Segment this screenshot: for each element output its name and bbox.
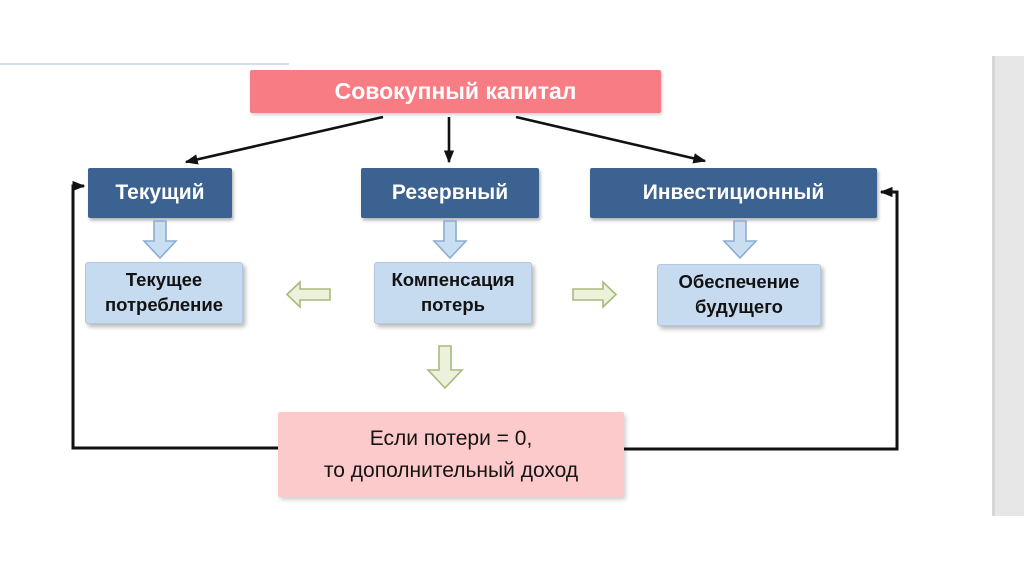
node-loss-compensation-label: Компенсация потерь	[391, 269, 515, 315]
down-block-arrow-icon	[722, 220, 758, 260]
down-block-arrow-green-icon	[426, 345, 464, 390]
node-current-consumption: Текущее потребление	[85, 262, 243, 324]
node-current-capital-label: Текущий	[115, 181, 205, 204]
node-zero-loss-condition: Если потери = 0, то дополнительный доход	[278, 412, 624, 497]
node-future-provision-label: Обеспечение будущего	[678, 271, 800, 317]
node-reserve-capital-label: Резервный	[391, 181, 509, 204]
node-zero-loss-condition-label: Если потери = 0, то дополнительный доход	[323, 427, 579, 482]
node-investment-capital-label: Инвестиционный	[642, 181, 825, 204]
arrow-title-to-investment	[515, 115, 707, 164]
node-current-consumption-label: Текущее потребление	[104, 269, 224, 315]
down-block-arrow-icon	[432, 220, 468, 260]
node-loss-compensation: Компенсация потерь	[374, 262, 532, 324]
node-future-provision: Обеспечение будущего	[657, 264, 821, 326]
node-reserve-capital: Резервный	[361, 168, 539, 218]
next-slide-edge	[992, 56, 1024, 516]
right-block-arrow-icon	[572, 280, 618, 309]
left-block-arrow-icon	[285, 280, 331, 309]
node-total-capital: Совокупный капитал	[250, 70, 661, 113]
down-block-arrow-icon	[142, 220, 178, 260]
arrow-title-to-current	[184, 115, 384, 165]
node-total-capital-label: Совокупный капитал	[334, 78, 577, 104]
node-current-capital: Текущий	[88, 168, 232, 218]
node-investment-capital: Инвестиционный	[590, 168, 877, 218]
top-accent-line	[0, 63, 289, 65]
